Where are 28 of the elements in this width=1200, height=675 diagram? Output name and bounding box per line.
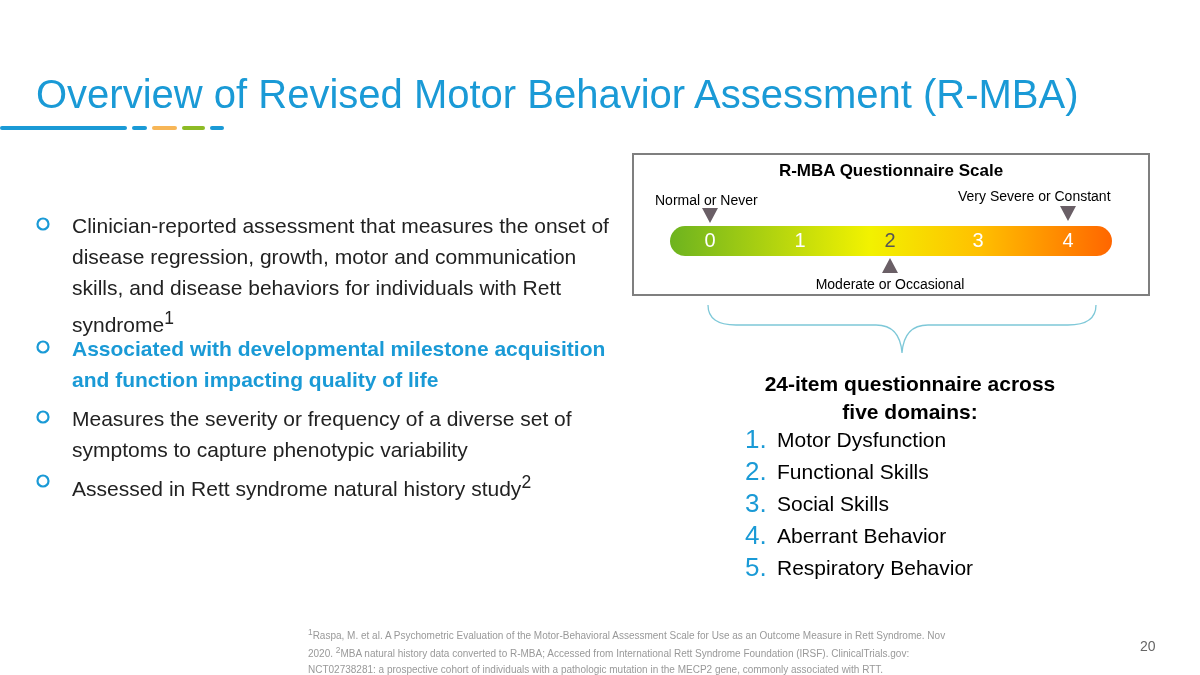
list-number: 2. bbox=[745, 456, 767, 487]
list-heading: 24-item questionnaire across five domains: bbox=[763, 371, 1057, 425]
scale-number: 2 bbox=[883, 229, 897, 252]
scale-anchor-label: Moderate or Occasional bbox=[814, 276, 966, 292]
bullet-text: Measures the severity or frequency of a diverse set of symptoms to capture phenotypic variability bbox=[72, 406, 573, 463]
list-number: 4. bbox=[745, 520, 767, 551]
scale-number: 1 bbox=[793, 229, 807, 252]
list-item: Respiratory Behavior bbox=[777, 556, 974, 580]
list-item: Aberrant Behavior bbox=[777, 524, 947, 548]
page-number: 20 bbox=[1140, 638, 1156, 654]
scale-anchor-label: Very Severe or Constant bbox=[958, 188, 1111, 204]
list-item: Social Skills bbox=[777, 492, 890, 516]
bullet-text: Assessed in Rett syndrome natural history study$^{2}$ bbox=[72, 471, 533, 502]
bullet-text: Clinician-reported assessment that measures the onset of disease regression, growth, motor and communication skills, and disease behaviors for individuals with Rett syndrome$^{1}$ bbox=[72, 213, 610, 338]
scale-number: 3 bbox=[971, 229, 985, 252]
scale-panel bbox=[632, 153, 1150, 296]
list-number: 3. bbox=[745, 488, 767, 519]
scale-number: 4 bbox=[1061, 229, 1075, 252]
slide-title: Overview of Revised Motor Behavior Assessment (R-MBA) bbox=[36, 72, 1079, 117]
list-number: 1. bbox=[745, 424, 767, 455]
list-number: 5. bbox=[745, 552, 767, 583]
list-item: Functional Skills bbox=[777, 460, 929, 484]
scale-anchor-label: Normal or Never bbox=[655, 192, 758, 208]
scale-number: 0 bbox=[703, 229, 717, 252]
list-item: Motor Dysfunction bbox=[777, 428, 947, 452]
footnote: $^{1}$Raspa, M. et al. A Psychometric Evaluation of the Motor-Behavioral Assessment Scale for Use as an Outcome Measure in Rett Syndrome. Nov 2020. $^{2}$MBA natural history data converted to R-MBA; Accessed from International Rett Syndrome Foundation (IRSF). ClinicalTrials.gov: NCT02738281: a prospective cohort of individuals with a pathologic mutation in the MECP2 gene, commonly associated with RTT. bbox=[308, 626, 947, 675]
scale-title: R-MBA Questionnaire Scale bbox=[777, 161, 1005, 181]
bullet-text: Associated with developmental milestone acquisition and function impacting quality of life bbox=[72, 336, 607, 393]
